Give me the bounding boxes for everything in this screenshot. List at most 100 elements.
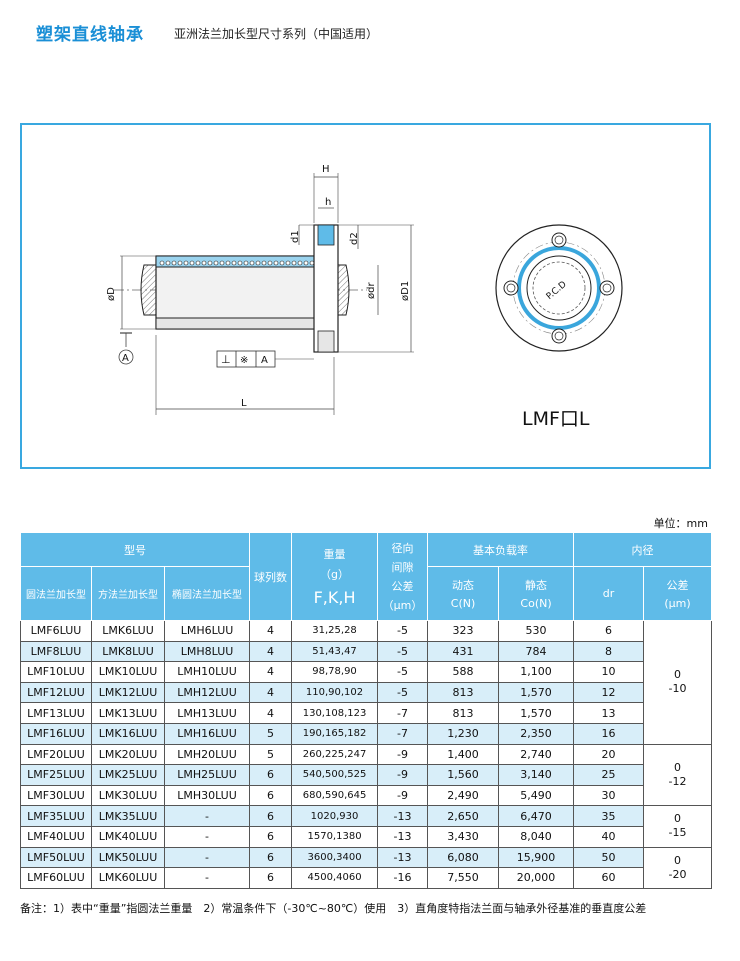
- cell-square: LMK35LUU: [91, 805, 165, 827]
- weight-label: 重量: [323, 548, 346, 561]
- bearing-drawing: H h d1 d2 øD ødr øD1 L A: [106, 164, 623, 415]
- page-subtitle: 亚洲法兰加长型尺寸系列（中国适用）: [174, 27, 379, 41]
- cell-dyn: 1,230: [427, 722, 500, 745]
- header-radial: 径向 间隙 公差 （μm）: [377, 532, 429, 621]
- cell-dr: 25: [573, 764, 645, 786]
- cell-square: LMK12LUU: [91, 681, 165, 704]
- cell-dyn: 323: [427, 620, 500, 642]
- tol-unit: (μm): [664, 597, 691, 610]
- datum-circle: [118, 349, 134, 365]
- cell-dyn: 1,400: [427, 743, 500, 766]
- cell-dyn: 6,080: [427, 846, 500, 869]
- cell-weight: 680,590,645: [291, 784, 379, 807]
- cell-round: LMF35LUU: [20, 805, 92, 827]
- cell-dr: 10: [573, 661, 645, 683]
- cell-dr: 8: [573, 640, 645, 663]
- header-weight: 重量 （g） F,K,H: [291, 532, 379, 621]
- cell-sta: 1,570: [498, 702, 575, 724]
- tol-lower: -15: [668, 826, 687, 840]
- dynamic-unit: C(N): [450, 597, 476, 610]
- cell-round: LMF6LUU: [20, 620, 92, 642]
- header-load: 基本负载率: [427, 532, 575, 567]
- cell-oval: LMH10LUU: [163, 661, 251, 683]
- header-static: 静态 Co(N): [498, 566, 575, 621]
- cell-round: LMF50LUU: [20, 846, 92, 869]
- tol-upper: 0: [674, 812, 682, 826]
- cell-balls: 5: [249, 722, 293, 745]
- cell-sta: 8,040: [498, 825, 575, 848]
- cell-dr: 60: [573, 867, 645, 889]
- cell-sta: 2,740: [498, 743, 575, 766]
- frame-datum: A: [261, 355, 268, 366]
- cell-weight: 540,500,525: [291, 764, 379, 786]
- cell-weight: 31,25,28: [291, 620, 379, 642]
- cell-dyn: 431: [427, 640, 500, 663]
- tol-lower: -10: [668, 682, 687, 696]
- cell-sta: 15,900: [498, 846, 575, 869]
- dim-H: H: [322, 164, 330, 175]
- cell-oval: LMH13LUU: [163, 702, 251, 724]
- cell-round: LMF12LUU: [20, 681, 92, 704]
- cell-dyn: 7,550: [427, 867, 500, 889]
- cell-balls: 6: [249, 805, 293, 827]
- footnote: 备注：1）表中“重量”指圆法兰重量 2）常温条件下（-30℃~80℃）使用 3）…: [20, 902, 647, 915]
- cell-oval: -: [163, 805, 251, 827]
- datum-A: A: [122, 353, 129, 364]
- cell-oval: LMH30LUU: [163, 784, 251, 807]
- cell-weight: 51,43,47: [291, 640, 379, 663]
- tol-lower: -20: [668, 867, 687, 881]
- cell-clear: -13: [377, 846, 429, 869]
- cell-clear: -13: [377, 805, 429, 827]
- static-label: 静态: [525, 579, 548, 592]
- cell-sta: 20,000: [498, 867, 575, 889]
- cell-weight: 1020,930: [291, 805, 379, 827]
- cell-dr: 50: [573, 846, 645, 869]
- cell-clear: -5: [377, 661, 429, 683]
- cell-weight: 98,78,90: [291, 661, 379, 683]
- cell-round: LMF8LUU: [20, 640, 92, 663]
- header-dynamic: 动态 C(N): [427, 566, 500, 621]
- cell-sta: 5,490: [498, 784, 575, 807]
- cell-dr: 40: [573, 825, 645, 848]
- radial-unit: （μm）: [382, 599, 423, 612]
- cell-dyn: 1,560: [427, 764, 500, 786]
- cell-square: LMK40LUU: [91, 825, 165, 848]
- cell-balls: 6: [249, 846, 293, 869]
- cell-sta: 2,350: [498, 722, 575, 745]
- cell-square: LMK6LUU: [91, 620, 165, 642]
- cell-dyn: 813: [427, 681, 500, 704]
- dim-D1: øD1: [400, 281, 411, 301]
- cell-clear: -5: [377, 640, 429, 663]
- cell-balls: 4: [249, 661, 293, 683]
- cell-oval: LMH20LUU: [163, 743, 251, 766]
- cell-square: LMK25LUU: [91, 764, 165, 786]
- dim-L: L: [241, 398, 247, 409]
- cell-clear: -9: [377, 764, 429, 786]
- cell-balls: 4: [249, 640, 293, 663]
- cell-oval: LMH25LUU: [163, 764, 251, 786]
- cell-dyn: 3,430: [427, 825, 500, 848]
- cell-balls: 5: [249, 743, 293, 766]
- cell-tolerance-group: 0-20: [643, 846, 713, 889]
- perp-symbol: ⊥: [221, 353, 231, 366]
- cell-weight: 1570,1380: [291, 825, 379, 848]
- cell-dyn: 2,490: [427, 784, 500, 807]
- header-bore: 内径: [573, 532, 713, 567]
- cell-weight: 190,165,182: [291, 722, 379, 745]
- header-square: 方法兰加长型: [91, 566, 165, 621]
- cell-tolerance-group: 0-10: [643, 620, 713, 745]
- tol-lower: -12: [668, 774, 687, 788]
- weight-unit: （g）: [320, 568, 350, 581]
- cell-square: LMK16LUU: [91, 722, 165, 745]
- cell-clear: -5: [377, 681, 429, 704]
- cell-sta: 6,470: [498, 805, 575, 827]
- cell-round: LMF16LUU: [20, 722, 92, 745]
- radial-line1: 径向: [391, 542, 414, 555]
- cell-dr: 20: [573, 743, 645, 766]
- header-oval: 椭圆法兰加长型: [163, 566, 251, 621]
- tol-upper: 0: [674, 668, 682, 682]
- cell-oval: LMH8LUU: [163, 640, 251, 663]
- dim-d2: d2: [349, 232, 360, 245]
